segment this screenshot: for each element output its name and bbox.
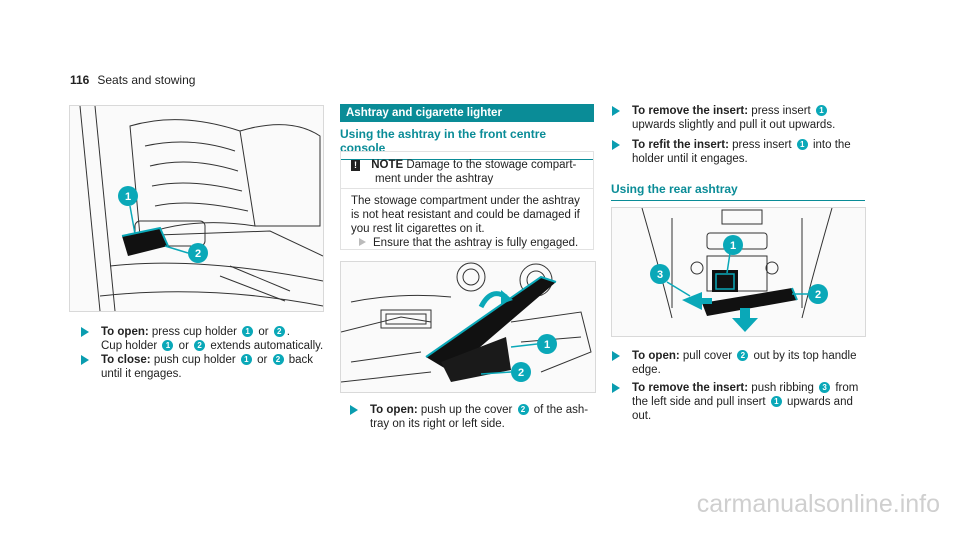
- callout-1-label: 1: [730, 240, 736, 252]
- callout-2: [511, 362, 531, 382]
- arrow-right-icon: [350, 405, 358, 415]
- subhead-rear-ashtray: Using the rear ashtray: [611, 182, 865, 201]
- step-open-cup-holder: To open: press cup holder 1 or 2. Cup ho…: [81, 325, 326, 353]
- callout-2-label: 2: [518, 367, 524, 379]
- callout-3: [650, 264, 670, 284]
- callout-2-label: 2: [195, 248, 201, 260]
- callout-1: [118, 186, 138, 206]
- callout-1: [723, 235, 743, 255]
- page-number: 116: [70, 73, 90, 87]
- cup-holder-illustration: 1 2: [69, 105, 324, 312]
- page-header: 116 Seats and stowing: [70, 73, 195, 87]
- arrow-right-icon: [612, 106, 620, 116]
- watermark: carmanualsonline.info: [696, 490, 940, 518]
- step-close-cup-holder: To close: push cup holder 1 or 2 back un…: [81, 353, 326, 381]
- section-name: Seats and stowing: [97, 73, 196, 87]
- callout-2: [188, 243, 208, 263]
- arrow-right-icon: [612, 351, 620, 361]
- step-refit-insert: To refit the insert: press insert 1 into…: [612, 138, 872, 166]
- note-box: ! NOTE Damage to the stowage compart- me…: [340, 151, 594, 250]
- callout-1-label: 1: [544, 339, 550, 351]
- step-remove-rear-insert: To remove the insert: push ribbing 3 fro…: [612, 381, 872, 423]
- arrow-right-icon: [81, 327, 89, 337]
- rear-ashtray-illustration: 1 2 3: [611, 207, 866, 337]
- arrow-right-icon: [81, 355, 89, 365]
- callout-1: [537, 334, 557, 354]
- callout-1-label: 1: [125, 191, 131, 203]
- warning-icon: !: [351, 160, 360, 171]
- step-open-rear-ashtray: To open: pull cover 2 out by its top han…: [612, 349, 872, 377]
- step-open-front-ashtray: To open: push up the cover 2 of the ash-…: [350, 403, 595, 431]
- front-ashtray-illustration: 1 2: [340, 261, 596, 393]
- arrow-right-icon: [359, 238, 366, 246]
- section-title-bar: Ashtray and cigarette lighter: [340, 104, 594, 122]
- callout-2: [808, 284, 828, 304]
- callout-2-label: 2: [815, 289, 821, 301]
- arrow-right-icon: [612, 140, 620, 150]
- arrow-right-icon: [612, 383, 620, 393]
- callout-3-label: 3: [657, 269, 663, 281]
- step-remove-insert: To remove the insert: press insert 1 upw…: [612, 104, 872, 132]
